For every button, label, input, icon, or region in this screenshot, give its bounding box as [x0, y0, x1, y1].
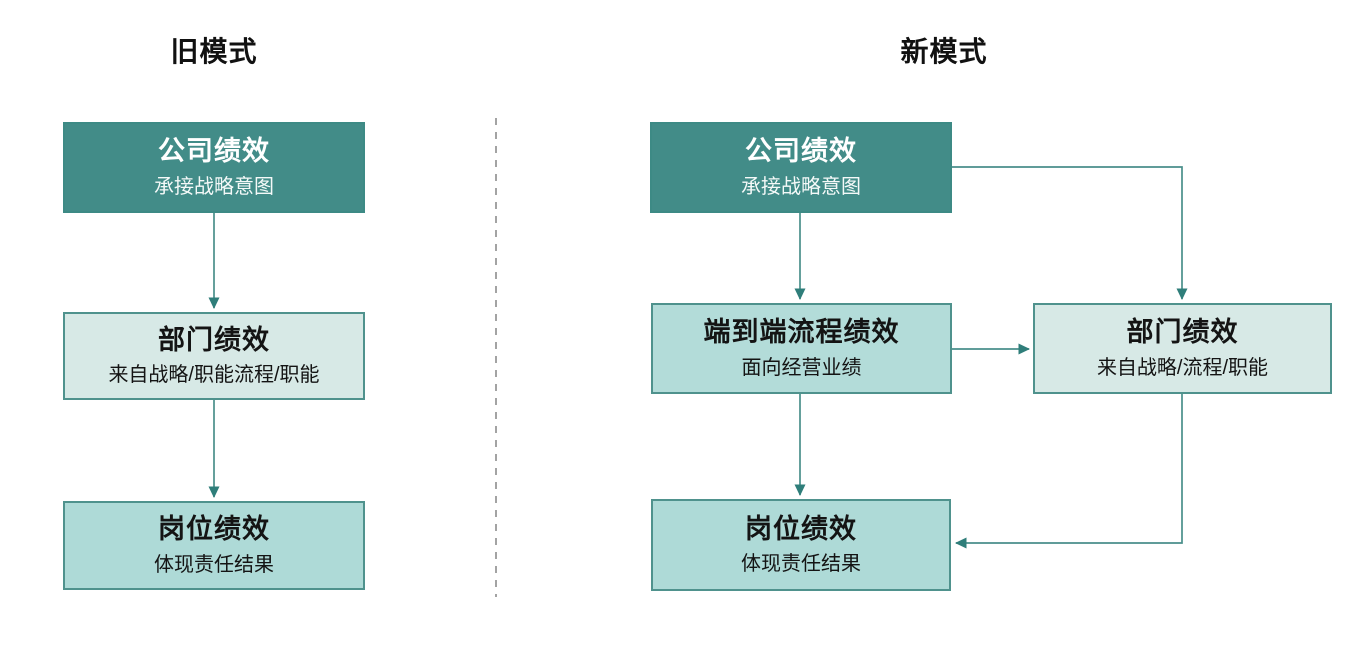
- old-company-performance-subtitle: 承接战略意图: [154, 175, 274, 198]
- old-company-performance-box: 公司绩效 承接战略意图: [63, 122, 365, 213]
- new-process-performance-box: 端到端流程绩效 面向经营业绩: [651, 303, 952, 394]
- old-department-performance-subtitle: 来自战略/职能流程/职能: [108, 364, 320, 387]
- old-position-performance-label: 岗位绩效: [158, 514, 270, 545]
- new-position-performance-subtitle: 体现责任结果: [741, 553, 861, 576]
- new-process-performance-label: 端到端流程绩效: [703, 317, 900, 348]
- old-department-performance-label: 部门绩效: [158, 324, 270, 355]
- new-position-performance-box: 岗位绩效 体现责任结果: [651, 499, 951, 591]
- old-company-performance-label: 公司绩效: [158, 136, 270, 167]
- old-position-performance-box: 岗位绩效 体现责任结果: [63, 501, 365, 590]
- new-company-performance-label: 公司绩效: [745, 136, 857, 167]
- new-process-performance-subtitle: 面向经营业绩: [741, 356, 862, 379]
- arrow-new-company-to-department: [952, 166, 1188, 300]
- new-company-performance-box: 公司绩效 承接战略意图: [650, 122, 952, 213]
- old-position-performance-subtitle: 体现责任结果: [154, 553, 274, 576]
- new-department-performance-box: 部门绩效 来自战略/流程/职能: [1033, 303, 1332, 394]
- new-model-title: 新模式: [900, 36, 988, 67]
- old-model-title: 旧模式: [170, 36, 258, 67]
- new-department-performance-subtitle: 来自战略/流程/职能: [1096, 356, 1269, 379]
- new-position-performance-label: 岗位绩效: [745, 513, 857, 544]
- old-department-performance-box: 部门绩效 来自战略/职能流程/职能: [63, 312, 365, 400]
- new-company-performance-subtitle: 承接战略意图: [741, 175, 861, 198]
- arrow-new-department-to-position: [955, 394, 1183, 549]
- new-department-performance-label: 部门绩效: [1126, 317, 1239, 348]
